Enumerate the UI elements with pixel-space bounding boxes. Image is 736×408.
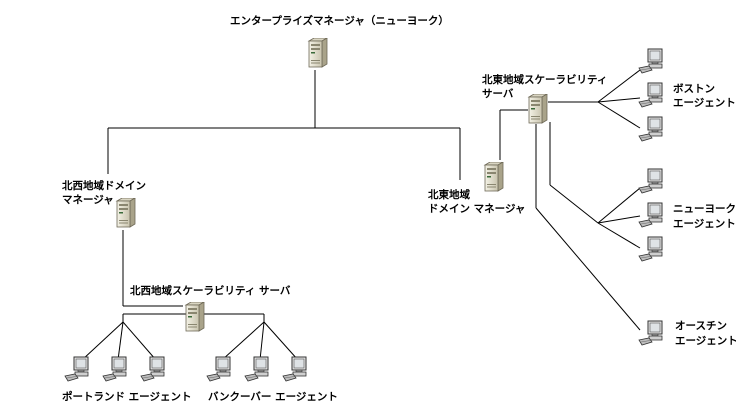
vancouver-agent-computer-icon (244, 356, 269, 382)
newyork-agent-computer-icon (638, 236, 663, 262)
nw-domain-manager-label: 北西地域ドメイン (62, 179, 146, 192)
boston-agent-computer-icon (638, 116, 663, 142)
austin-agents-label: オースチン (675, 320, 727, 332)
ne-scalability-server-icon (528, 94, 548, 124)
portland-agent-computer-icon (102, 356, 127, 382)
portland-agent-computer-icon (64, 356, 89, 382)
boston-agents-label: ボストン (673, 82, 715, 95)
ne-scalability-server-label: サーバ (482, 88, 514, 100)
vancouver-agent-computer-icon (282, 356, 307, 382)
austin-agents-label: エージェント (675, 335, 736, 347)
newyork-agents-label: エージェント (673, 218, 736, 230)
nw-domain-manager-label: マネージャ (62, 194, 114, 206)
boston-agent-computer-icon (638, 82, 663, 108)
newyork-agents-label: ニューヨーク (673, 203, 736, 215)
vancouver-agents-label: バンクーバー エージェント (208, 391, 338, 403)
nw-scalability-server-icon (185, 302, 205, 332)
portland-agents-label: ポートランド エージェント (62, 390, 191, 403)
ne-scalability-server-label: 北東地域スケーラビリティ (482, 73, 607, 86)
newyork-agent-computer-icon (638, 202, 663, 228)
austin-agent-computer-icon (638, 320, 663, 346)
ne-domain-manager-label: 北東地域 (428, 188, 470, 201)
ne-domain-manager-server-icon (484, 162, 504, 192)
vancouver-agent-computer-icon (206, 356, 231, 382)
boston-agent-computer-icon (638, 48, 663, 74)
nw-scalability-server-label: 北西地域スケーラビリティ サーバ (130, 284, 291, 297)
connection-lines (81, 69, 641, 361)
ne-domain-manager-label: ドメイン マネージャ (428, 203, 525, 215)
enterprise-manager-server-icon (308, 38, 328, 68)
portland-agent-computer-icon (140, 356, 165, 382)
boston-agents-label: エージェント (673, 97, 736, 109)
newyork-agent-computer-icon (638, 168, 663, 194)
enterprise-manager-label: エンタープライズマネージャ（ニューヨーク） (230, 14, 449, 27)
nw-domain-manager-server-icon (116, 198, 136, 228)
